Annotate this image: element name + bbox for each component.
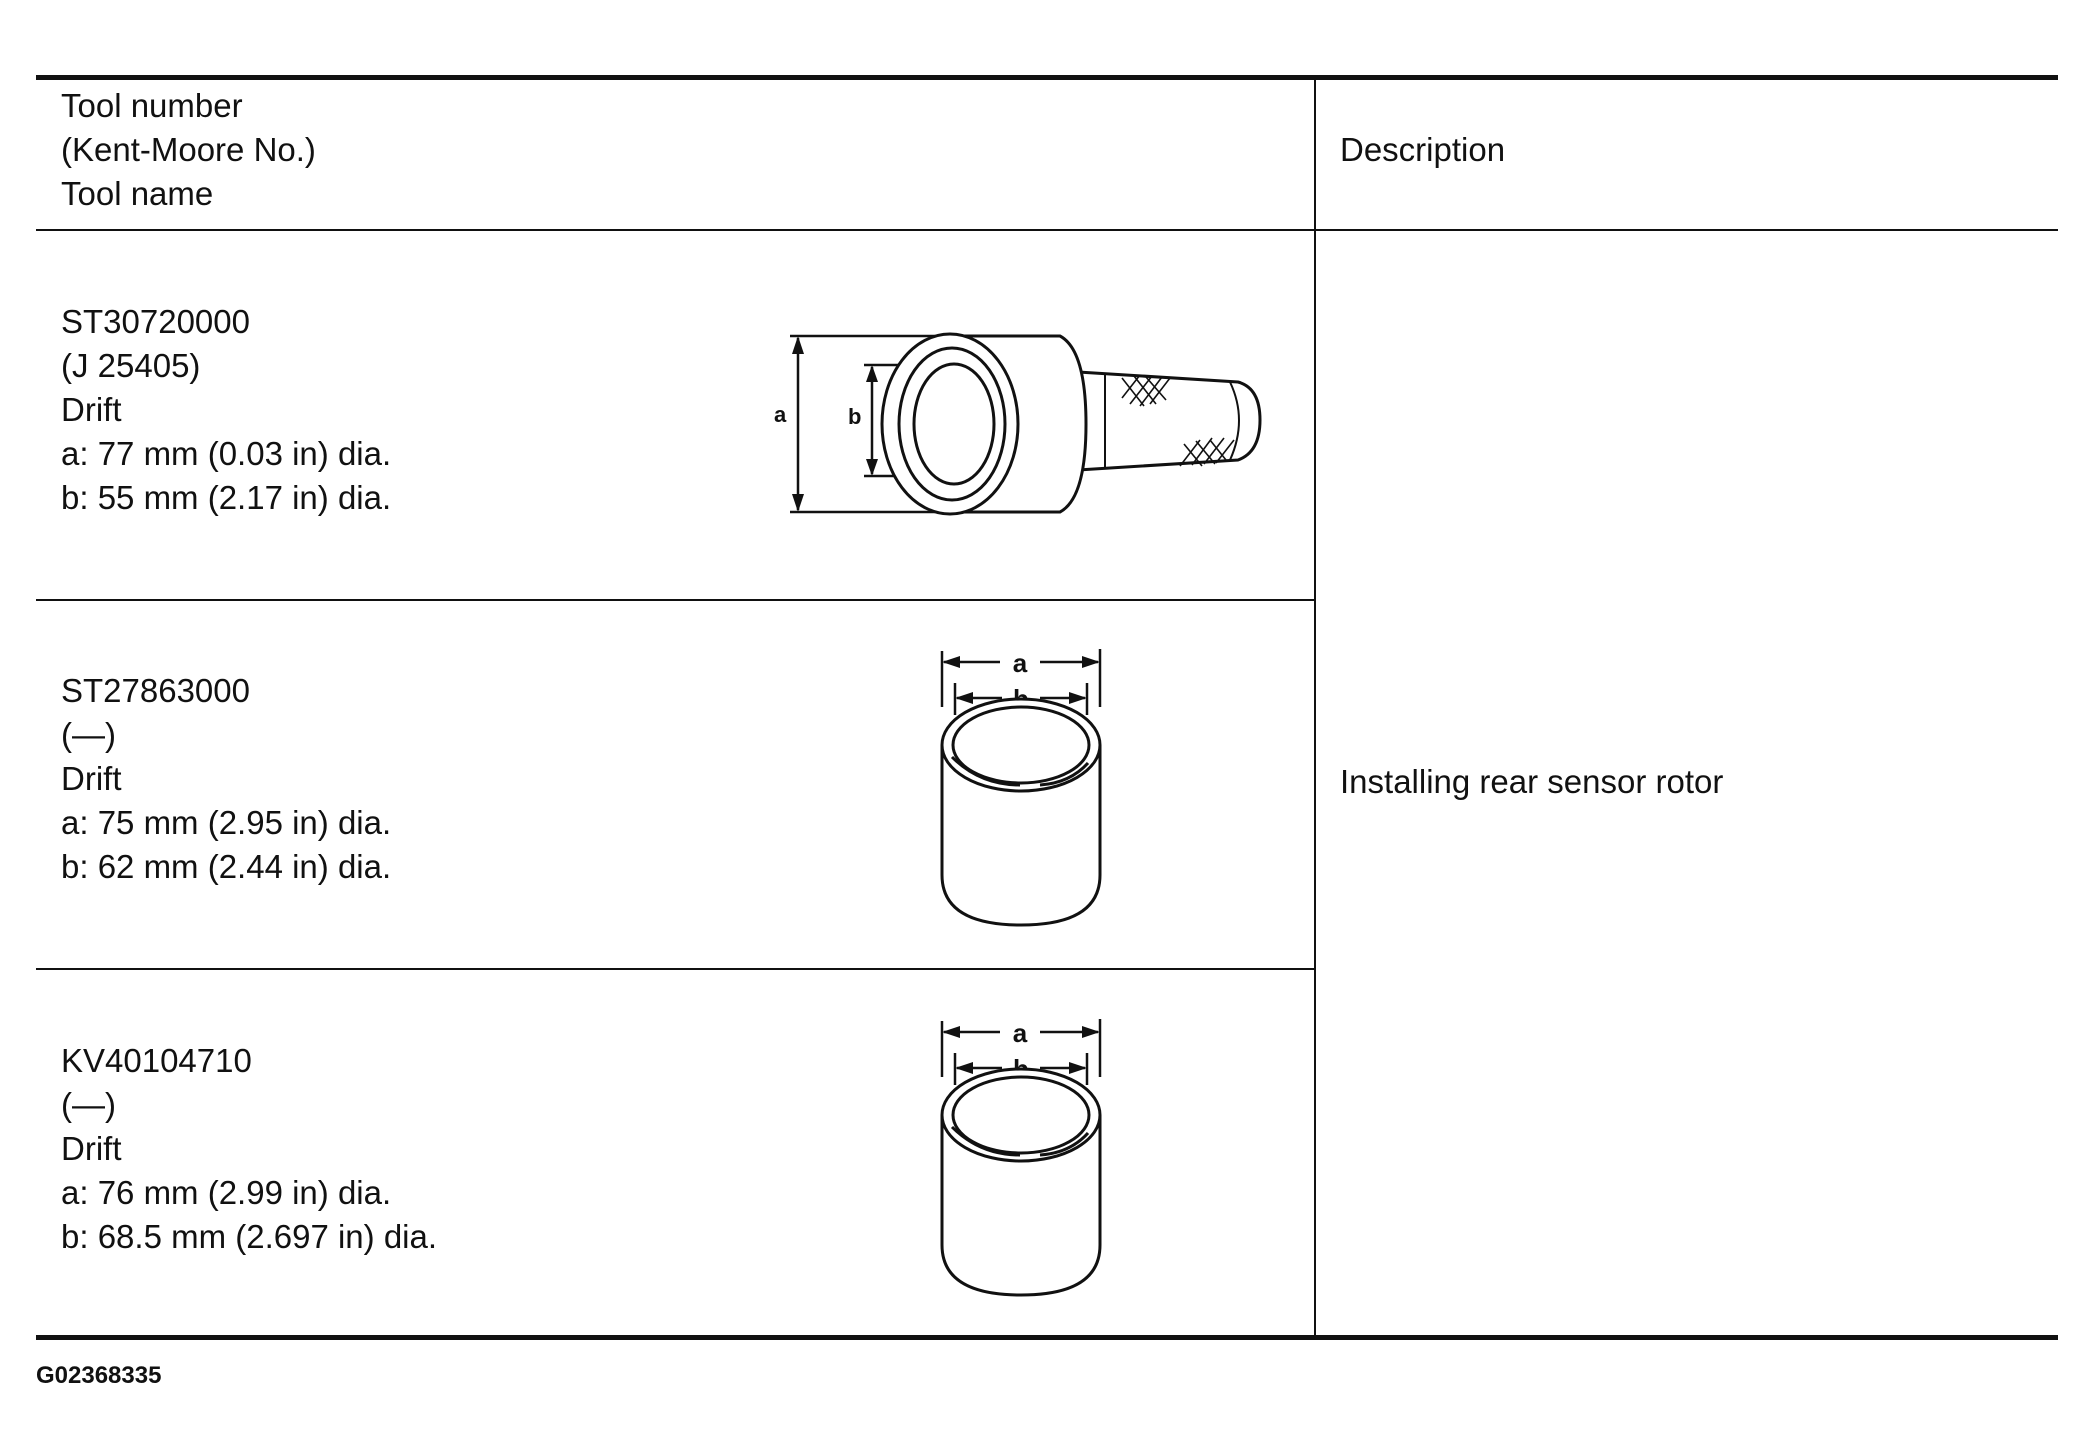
tool-row-3-text: KV40104710 (—) Drift a: 76 mm (2.99 in) … bbox=[61, 1039, 437, 1259]
dimension-b: b: 68.5 mm (2.697 in) dia. bbox=[61, 1218, 438, 1255]
tool-name: Drift bbox=[61, 1130, 122, 1167]
dimension-a: a: 77 mm (0.03 in) dia. bbox=[61, 435, 392, 472]
tool-row-1-text: ST30720000 (J 25405) Drift a: 77 mm (0.0… bbox=[61, 300, 391, 520]
drift-st27863000-illustration: a b bbox=[940, 648, 1102, 927]
kent-moore-number: (J 25405) bbox=[61, 347, 201, 384]
header-tool-name-label: Tool name bbox=[61, 175, 214, 212]
kent-moore-number: (—) bbox=[61, 716, 116, 753]
table-bottom-border bbox=[36, 1335, 2058, 1340]
tool-number: ST30720000 bbox=[61, 303, 250, 340]
row-divider-2 bbox=[36, 968, 1316, 970]
drift-kv40104710-illustration: a b bbox=[940, 1018, 1102, 1297]
table-top-border bbox=[36, 75, 2058, 80]
dimension-b-label: b bbox=[848, 404, 861, 429]
description-text: Installing rear sensor rotor bbox=[1340, 763, 1724, 800]
drift-st30720000-illustration: a b bbox=[774, 332, 1262, 516]
figure-code: G02368335 bbox=[36, 1362, 162, 1389]
dimension-a: a: 76 mm (2.99 in) dia. bbox=[61, 1174, 392, 1211]
dimension-b: b: 62 mm (2.44 in) dia. bbox=[61, 848, 392, 885]
header-tool-number-label: Tool number bbox=[61, 87, 243, 124]
header-tool-column: Tool number (Kent-Moore No.) Tool name bbox=[61, 84, 316, 216]
tool-number: KV40104710 bbox=[61, 1042, 252, 1079]
dimension-a-label: a bbox=[774, 402, 787, 427]
header-bottom-border bbox=[36, 229, 2058, 231]
tool-row-2-text: ST27863000 (—) Drift a: 75 mm (2.95 in) … bbox=[61, 669, 391, 889]
row-divider-1 bbox=[36, 599, 1316, 601]
kent-moore-number: (—) bbox=[61, 1086, 116, 1123]
dimension-a-label: a bbox=[1013, 648, 1028, 678]
dimension-a: a: 75 mm (2.95 in) dia. bbox=[61, 804, 392, 841]
tool-number: ST27863000 bbox=[61, 672, 250, 709]
header-kent-moore-label: (Kent-Moore No.) bbox=[61, 131, 316, 168]
header-description-label: Description bbox=[1340, 131, 1506, 168]
column-divider bbox=[1314, 78, 1316, 1338]
tool-name: Drift bbox=[61, 760, 122, 797]
dimension-a-label: a bbox=[1013, 1018, 1028, 1048]
tool-name: Drift bbox=[61, 391, 122, 428]
dimension-b: b: 55 mm (2.17 in) dia. bbox=[61, 479, 392, 516]
